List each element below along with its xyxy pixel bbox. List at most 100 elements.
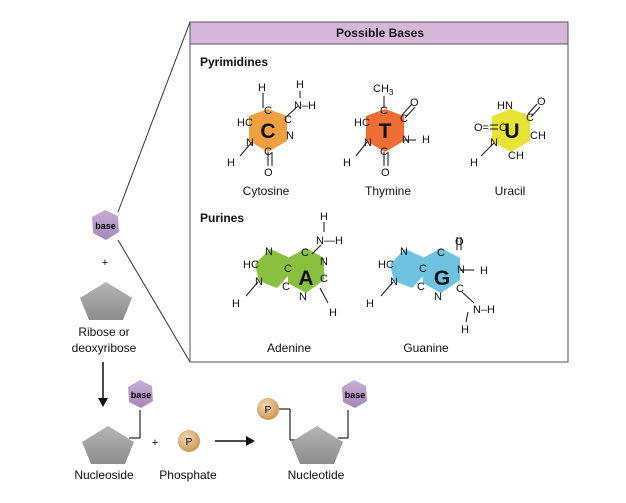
panel-title: Possible Bases [336,26,424,40]
svg-text:C: C [526,112,534,124]
svg-text:CH: CH [530,130,546,142]
base-hexagon [92,210,119,240]
svg-text:N: N [286,130,294,142]
nucleoside-sugar [82,426,134,464]
cytosine-name: Cytosine [243,184,290,198]
svg-text:C: C [400,113,408,125]
svg-text:O: O [537,96,546,108]
svg-text:O: O [264,167,273,179]
svg-text:H: H [296,79,304,91]
bottom-plus: + [152,437,158,449]
svg-text:N: N [390,276,398,288]
guanine-letter: G [434,267,450,290]
svg-text:C: C [301,247,309,259]
svg-text:H: H [343,157,351,169]
phosphate-label: Phosphate [159,468,217,482]
sugar-pentagon [80,282,132,320]
zoom-line-bottom [117,239,191,363]
left-components: base + Ribose or deoxyribose [72,210,137,355]
left-plus: + [102,257,108,269]
svg-text:N: N [265,246,273,258]
phosphate-circle [178,430,200,452]
svg-text:O: O [410,97,419,109]
sugar-label-line2: deoxyribose [72,341,137,355]
svg-text:H: H [320,211,328,223]
svg-text:N: N [299,291,307,303]
svg-text:N: N [457,264,465,276]
svg-text:C: C [264,146,272,158]
svg-text:H: H [366,298,374,310]
svg-text:O: O [381,167,390,179]
svg-text:N—H: N—H [316,235,343,247]
nucleoside: base Nucleoside [74,380,153,482]
svg-text:N: N [320,256,328,268]
thymine-molecule: CH 3 O C C HC N H N C H O T Thymine [343,83,430,198]
svg-text:H: H [227,157,235,169]
guanine-name: Guanine [403,341,449,355]
svg-text:HC: HC [243,259,259,271]
base-hexagon-label: base [95,221,116,231]
svg-text:C: C [380,146,388,158]
svg-text:H: H [470,157,478,169]
guanine-molecule: O N C HC N H C N C C N N–H H H G Guanine [366,236,495,355]
svg-text:C: C [499,122,507,134]
adenine-ring-5 [255,249,290,288]
purines-label: Purines [200,211,244,225]
svg-text:H: H [232,298,240,310]
phosphate-symbol: P [186,437,193,448]
svg-text:H: H [258,82,266,94]
svg-text:H: H [480,265,488,277]
svg-text:P: P [265,405,272,416]
svg-text:H: H [422,134,430,146]
zoom-line-top [117,21,191,213]
svg-text:base: base [131,390,152,400]
adenine-ring-6 [288,248,324,293]
svg-text:N: N [490,137,498,149]
svg-text:C: C [284,263,292,275]
thymine-name: Thymine [365,184,411,198]
right-arrow [215,436,255,446]
uracil-name: Uracil [495,184,526,198]
adenine-molecule: H N—H N C HC N C N C C N H H A Adenine [232,211,343,355]
svg-text:C: C [456,283,464,295]
guanine-ring-5 [390,249,425,288]
down-arrow [98,362,108,407]
nucleotide-label: Nucleotide [288,468,345,482]
svg-text:CH: CH [508,150,524,162]
cytosine-letter: C [260,120,275,143]
svg-text:N–H: N–H [473,304,495,316]
svg-text:C: C [264,105,272,117]
svg-text:N: N [400,246,408,258]
svg-text:N: N [402,134,410,146]
nucleoside-base [128,380,153,408]
nucleotide-base [342,380,367,408]
svg-text:H: H [329,307,337,319]
svg-text:N: N [246,137,254,149]
svg-text:N–H: N–H [294,100,316,112]
svg-text:C: C [282,281,290,293]
nucleotide-sugar [291,426,343,464]
uracil-ring [492,109,530,152]
svg-text:C: C [284,114,292,126]
cytosine-ring [249,109,287,152]
adenine-letter: A [298,267,313,290]
cytosine-molecule: H H N–H C C HC N N C H O C Cytosine [227,79,316,198]
nucleotide: P base Nucleotide [257,380,367,482]
svg-text:C: C [380,105,388,117]
phosphate: P Phosphate [159,430,217,482]
sugar-label-line1: Ribose or [78,325,129,339]
svg-text:base: base [345,390,366,400]
svg-text:N: N [364,137,372,149]
adenine-name: Adenine [267,341,311,355]
svg-text:O=: O= [474,122,489,134]
uracil-molecule: HN O C O= C CH N CH H U Uracil [470,96,546,198]
svg-text:N: N [434,291,442,303]
svg-text:HC: HC [378,259,394,271]
thymine-ring [366,109,404,152]
svg-text:C: C [437,247,445,259]
svg-text:H: H [461,324,469,336]
svg-text:HN: HN [497,100,513,112]
svg-text:3: 3 [389,88,394,97]
uracil-letter: U [504,120,519,143]
